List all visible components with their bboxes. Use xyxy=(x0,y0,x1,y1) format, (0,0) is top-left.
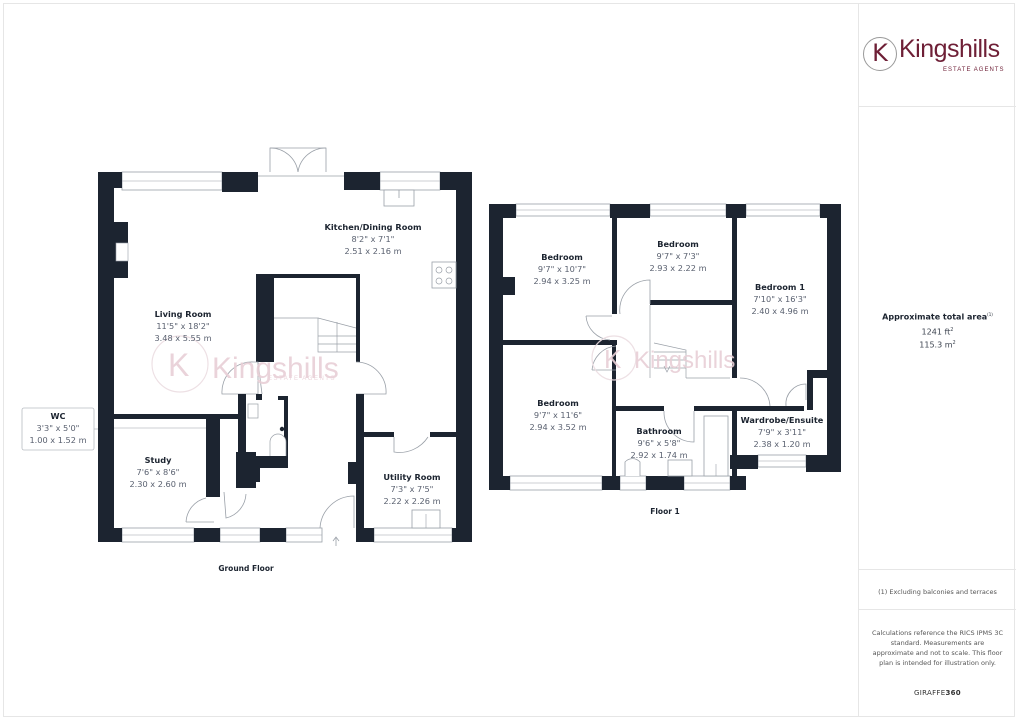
svg-text:7'6" x 8'6": 7'6" x 8'6" xyxy=(137,467,180,477)
brand-logo: K Kingshills ESTATE AGENTS xyxy=(863,35,1013,77)
svg-text:2.22 x 2.26 m: 2.22 x 2.26 m xyxy=(383,496,440,506)
svg-text:9'6" x 5'8": 9'6" x 5'8" xyxy=(638,438,681,448)
bathroom-name: Bathroom xyxy=(636,426,681,436)
logo-section: K Kingshills ESTATE AGENTS xyxy=(859,3,1016,107)
divider xyxy=(859,569,1016,570)
svg-text:2.92 x 1.74 m: 2.92 x 1.74 m xyxy=(630,450,687,460)
divider xyxy=(859,609,1016,610)
svg-text:9'7" x 11'6": 9'7" x 11'6" xyxy=(534,410,582,420)
area-sqft: 1241 ft2 xyxy=(921,327,954,337)
page-frame xyxy=(3,3,1015,717)
svg-text:11'5" x 18'2": 11'5" x 18'2" xyxy=(156,321,209,331)
kitchen-name: Kitchen/Dining Room xyxy=(325,222,422,232)
wc-callout xyxy=(21,407,98,451)
svg-text:3'3" x 5'0": 3'3" x 5'0" xyxy=(37,423,80,433)
logo-tagline: ESTATE AGENTS xyxy=(943,67,1005,73)
ground-floor-label: Ground Floor xyxy=(218,564,274,573)
svg-text:2.94 x 3.52 m: 2.94 x 3.52 m xyxy=(529,422,586,432)
first-floor-plan xyxy=(489,203,841,491)
area-title: Approximate total area(1) xyxy=(882,312,993,322)
wc-name: WC xyxy=(50,411,65,421)
ground-floor-plan xyxy=(98,147,472,546)
svg-text:2.51 x 2.16 m: 2.51 x 2.16 m xyxy=(344,246,401,256)
utility-room-name: Utility Room xyxy=(383,472,440,482)
disclaimer-text: Calculations reference the RICS IPMS 3C … xyxy=(871,629,1004,667)
room-labels: Kitchen/Dining Room 8'2" x 7'1" 2.51 x 2… xyxy=(29,222,823,573)
svg-text:8'2" x 7'1": 8'2" x 7'1" xyxy=(352,234,395,244)
logo-k-icon: K xyxy=(863,37,897,71)
bedroom-c-name: Bedroom xyxy=(537,398,578,408)
watermark-ground: K Kingshills ESTATE AGENTS xyxy=(151,335,339,393)
svg-text:Kingshills: Kingshills xyxy=(212,352,339,385)
giraffe360-credit: GIRAFFE360 xyxy=(914,689,961,697)
svg-text:Kingshills: Kingshills xyxy=(634,347,735,374)
svg-text:7'3" x 7'5": 7'3" x 7'5" xyxy=(391,484,434,494)
svg-text:1.00 x 1.52 m: 1.00 x 1.52 m xyxy=(29,435,86,445)
svg-text:2.40 x 4.96 m: 2.40 x 4.96 m xyxy=(751,306,808,316)
svg-text:7'10" x 16'3": 7'10" x 16'3" xyxy=(753,294,806,304)
svg-text:2.38 x 1.20 m: 2.38 x 1.20 m xyxy=(753,439,810,449)
bedroom-a-name: Bedroom xyxy=(541,252,582,262)
svg-text:K: K xyxy=(604,344,622,374)
logo-wordmark: Kingshills xyxy=(899,35,1000,63)
svg-text:9'7" x 10'7": 9'7" x 10'7" xyxy=(538,264,586,274)
floor-1-label: Floor 1 xyxy=(650,507,680,516)
svg-text:7'9" x 3'11": 7'9" x 3'11" xyxy=(758,427,806,437)
study-name: Study xyxy=(145,455,173,465)
area-footnote: (1) Excluding balconies and terraces xyxy=(878,588,997,596)
svg-text:ESTATE AGENTS: ESTATE AGENTS xyxy=(268,376,336,382)
svg-text:2.94 x 3.25 m: 2.94 x 3.25 m xyxy=(533,276,590,286)
svg-text:9'7" x 7'3": 9'7" x 7'3" xyxy=(657,251,700,261)
svg-text:2.30 x 2.60 m: 2.30 x 2.60 m xyxy=(129,479,186,489)
wardrobe-ensuite-name: Wardrobe/Ensuite xyxy=(741,415,824,425)
bedroom-1-name: Bedroom 1 xyxy=(755,282,805,292)
info-sidebar: K Kingshills ESTATE AGENTS Approximate t… xyxy=(858,3,1016,717)
watermark-first: K Kingshills xyxy=(591,335,735,381)
bedroom-b-name: Bedroom xyxy=(657,239,698,249)
living-room-name: Living Room xyxy=(155,309,212,319)
svg-text:K: K xyxy=(168,347,189,383)
svg-text:3.48 x 5.55 m: 3.48 x 5.55 m xyxy=(154,333,211,343)
area-sqm: 115.3 m2 xyxy=(919,340,956,350)
svg-text:2.93 x 2.22 m: 2.93 x 2.22 m xyxy=(649,263,706,273)
